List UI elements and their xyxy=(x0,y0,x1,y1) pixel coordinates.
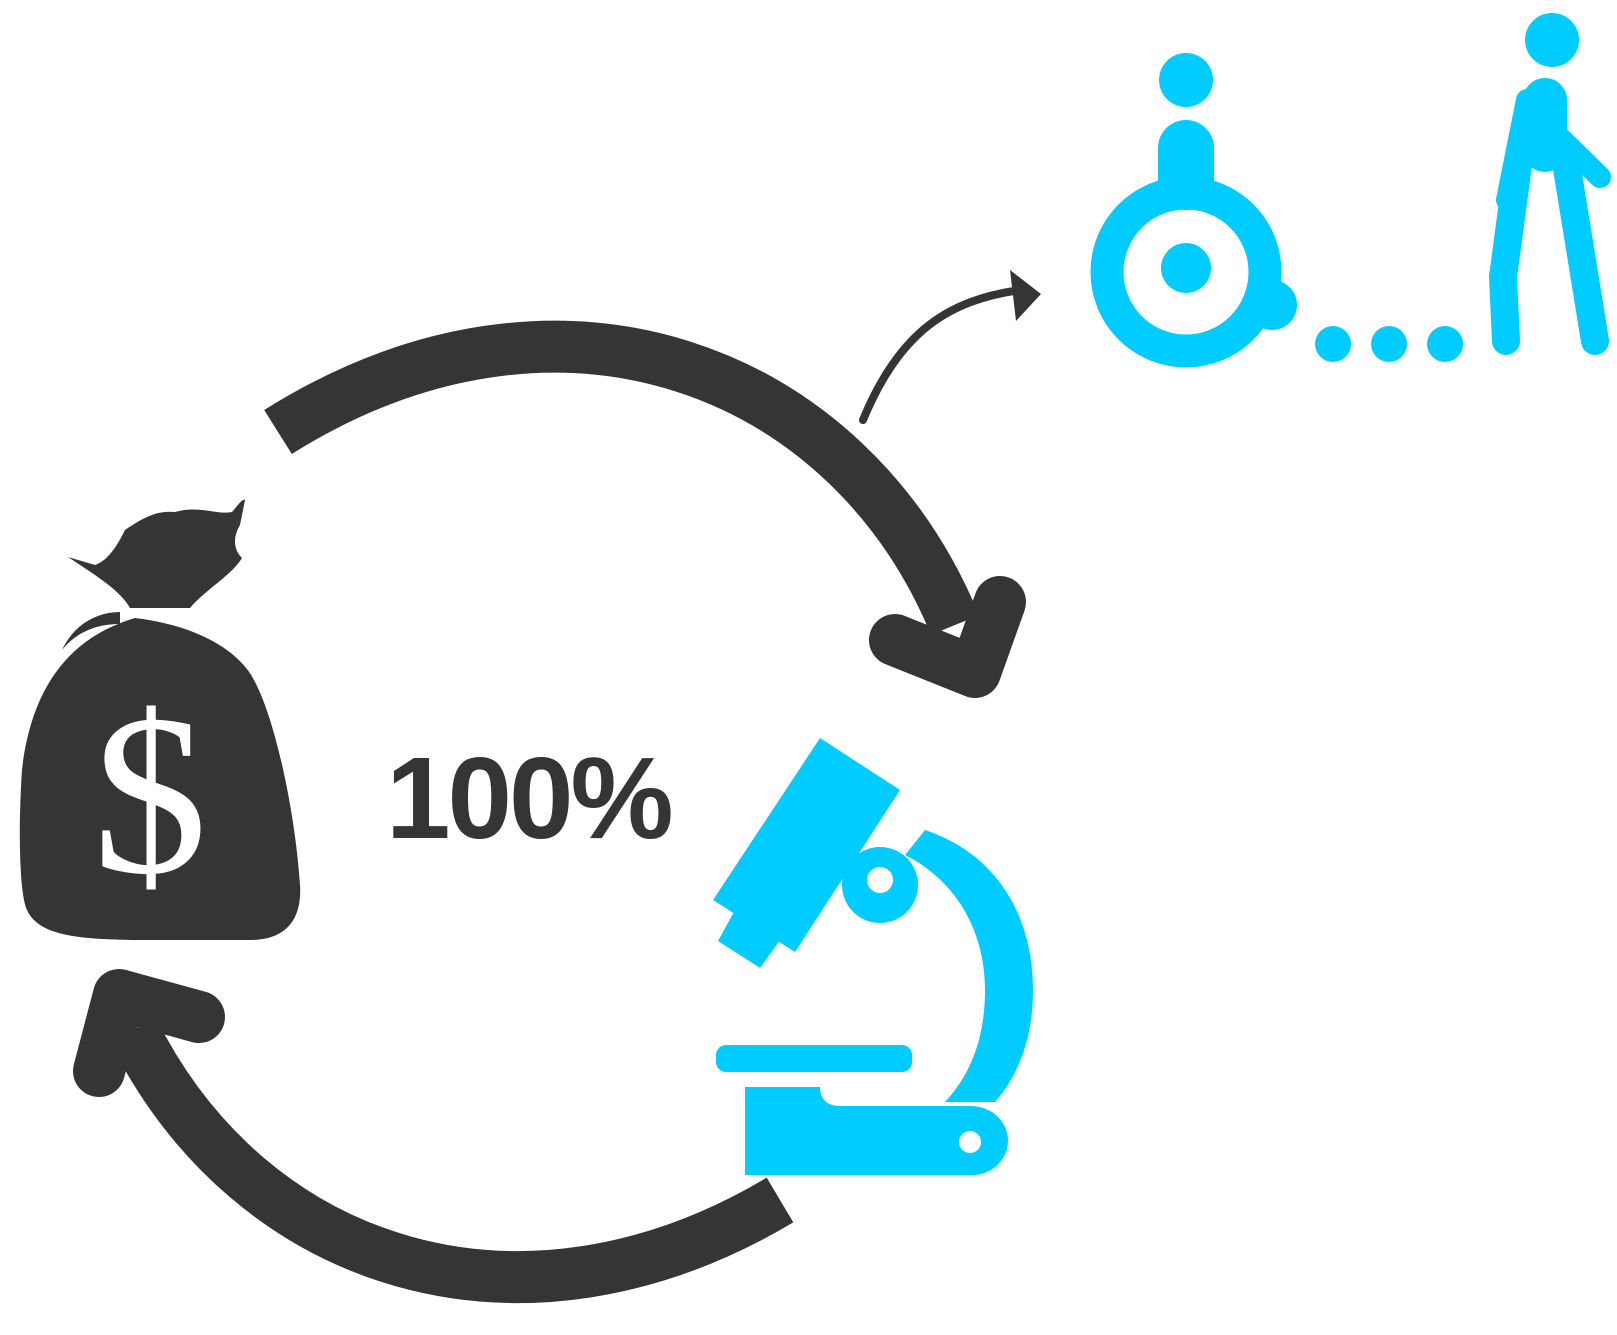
wheelchair-user-icon xyxy=(1090,53,1297,368)
money-bag-icon: $ xyxy=(19,499,301,940)
dollar-sign: $ xyxy=(93,667,208,922)
cycle-arrow-top xyxy=(264,320,1026,698)
cycle-arrow-bottom xyxy=(73,969,794,1304)
microscope-icon xyxy=(713,738,1033,1175)
outcome-arrow xyxy=(859,270,1041,424)
walking-person-icon xyxy=(1489,13,1611,355)
percent-label: 100% xyxy=(386,733,674,863)
progress-dots xyxy=(1315,326,1463,362)
